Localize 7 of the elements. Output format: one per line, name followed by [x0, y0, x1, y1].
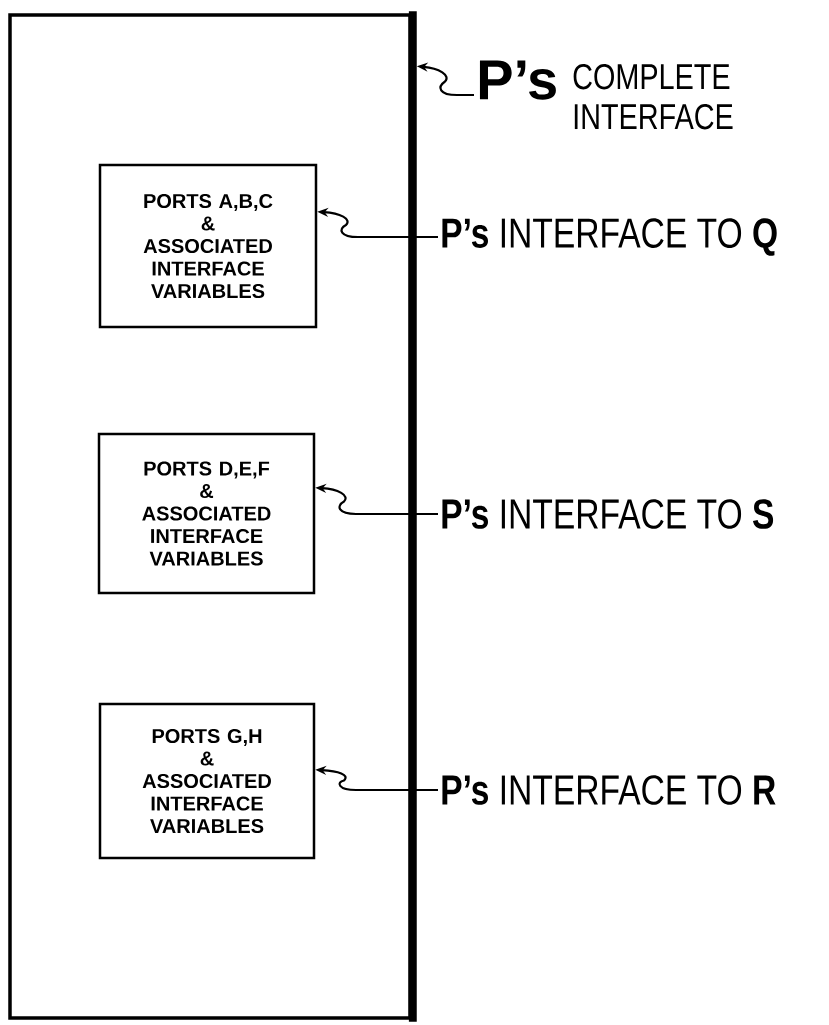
callout-label: P’s INTERFACE TO R	[442, 775, 776, 805]
port-box: PORTS D,E,F & ASSOCIATED INTERFACE VARIABLES	[97, 432, 316, 595]
port-box: PORTS A,B,C & ASSOCIATED INTERFACE VARIABLES	[98, 163, 318, 329]
port-box: PORTS G,H & ASSOCIATED INTERFACE VARIABLES	[98, 702, 316, 860]
callout-label: P’s INTERFACE TO Q	[442, 218, 777, 256]
callout-label: P’s INTERFACE TO S	[442, 499, 774, 529]
callout-label: P’s COMPLETE INTERFACE	[479, 60, 733, 130]
